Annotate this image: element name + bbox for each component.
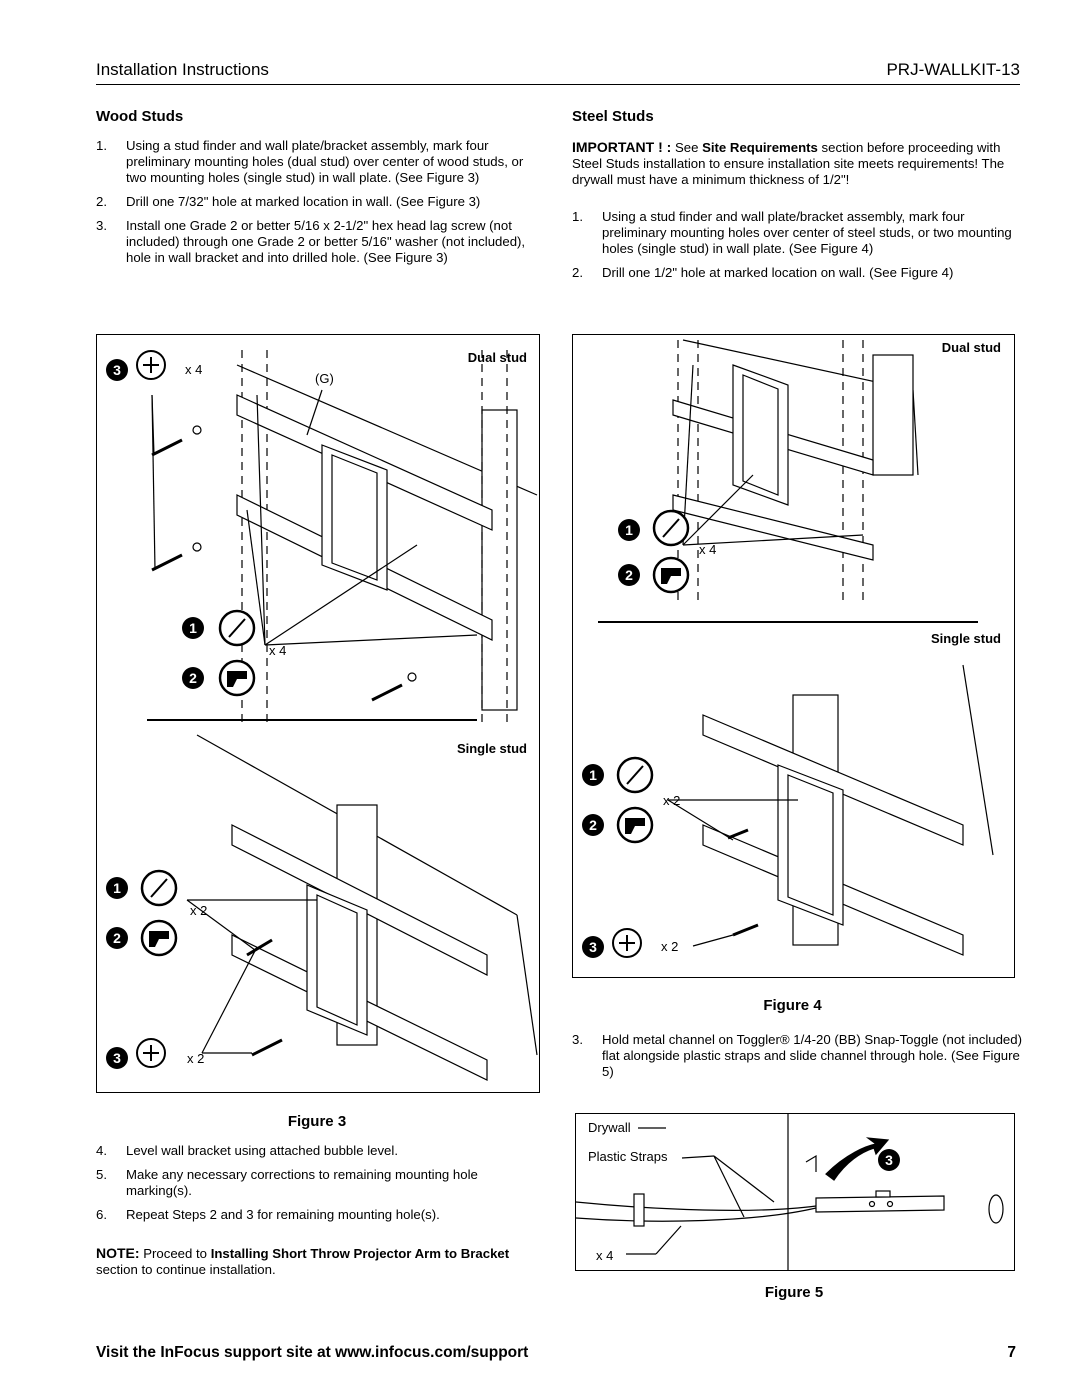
single-stud-label: Single stud — [457, 741, 527, 756]
note-paragraph: NOTE: Proceed to Installing Short Throw … — [96, 1245, 510, 1277]
step-1-pencil-icon-dual: 1 — [618, 509, 690, 547]
steel-steps-list: 1.Using a stud finder and wall plate/bra… — [572, 209, 1024, 289]
svg-text:3: 3 — [113, 362, 121, 378]
svg-text:1: 1 — [189, 620, 197, 636]
qty-x4: x 4 — [699, 542, 716, 557]
step-3-badge-icon: 3 — [878, 1149, 900, 1171]
svg-text:3: 3 — [885, 1152, 893, 1168]
step-2-drill-icon-single: 2 — [106, 919, 178, 957]
wood-studs-heading: Wood Studs — [96, 108, 184, 125]
important-paragraph: IMPORTANT ! : See Site Requirements sect… — [572, 139, 1005, 187]
steel-step-1: 1.Using a stud finder and wall plate/bra… — [572, 209, 1012, 256]
qty-x2-single: x 2 — [190, 903, 207, 918]
step-1-pencil-icon-single: 1 — [582, 756, 654, 794]
step-3-wrench-icon-single: 3 — [582, 928, 642, 958]
page-number: 7 — [1007, 1344, 1016, 1361]
qty-x4: x 4 — [596, 1248, 613, 1263]
steel-step-3: 3.Hold metal channel on Toggler® 1/4-20 … — [572, 1032, 1022, 1079]
wood-step-6: 6.Repeat Steps 2 and 3 for remaining mou… — [96, 1207, 440, 1222]
header-divider — [96, 84, 1020, 85]
svg-text:1: 1 — [589, 767, 597, 783]
note-label: NOTE: — [96, 1245, 140, 1261]
qty-x2-bottom: x 2 — [187, 1051, 204, 1066]
dual-stud-label: Dual stud — [942, 340, 1001, 355]
figure-3-illustration: 3 1 2 1 2 3 — [96, 334, 540, 1093]
wood-step-4: 4.Level wall bracket using attached bubb… — [96, 1143, 398, 1158]
qty-x4-top: x 4 — [185, 362, 202, 377]
step-2-drill-icon-dual: 2 — [182, 659, 256, 697]
drywall-label: Drywall — [588, 1120, 631, 1135]
svg-text:1: 1 — [113, 880, 121, 896]
step-3-wrench-icon-single: 3 — [106, 1038, 166, 1069]
single-stud-label: Single stud — [931, 631, 1001, 646]
dual-stud-label: Dual stud — [468, 350, 527, 365]
figure-3-caption: Figure 3 — [287, 1113, 347, 1130]
wood-step-3: 3.Install one Grade 2 or better 5/16 x 2… — [96, 218, 526, 265]
svg-text:2: 2 — [589, 817, 597, 833]
figure-5-illustration: 3 Drywall Plastic Straps x 4 — [575, 1113, 1015, 1271]
qty-x2-bottom: x 2 — [661, 939, 678, 954]
svg-text:2: 2 — [113, 930, 121, 946]
svg-text:3: 3 — [589, 939, 597, 955]
wood-step-1: 1.Using a stud finder and wall plate/bra… — [96, 138, 524, 185]
wood-steps-list: 1.Using a stud finder and wall plate/bra… — [96, 138, 544, 274]
qty-x4-mid: x 4 — [269, 643, 286, 658]
steel-step-2: 2.Drill one 1/2" hole at marked location… — [572, 265, 954, 280]
header-title: Installation Instructions — [96, 60, 269, 79]
step-1-pencil-icon-single: 1 — [106, 869, 178, 907]
note-section-link-text: Installing Short Throw Projector Arm to … — [210, 1246, 510, 1261]
qty-x2-single: x 2 — [663, 793, 680, 808]
wood-step-5: 5.Make any necessary corrections to rema… — [96, 1167, 478, 1198]
steel-studs-heading: Steel Studs — [572, 108, 654, 125]
step-3-wrench-icon-top: 3 — [106, 350, 166, 381]
steel-step-3-list: 3.Hold metal channel on Toggler® 1/4-20 … — [572, 1032, 1024, 1088]
step-2-drill-icon-single: 2 — [582, 806, 654, 844]
svg-text:3: 3 — [113, 1050, 121, 1066]
svg-text:2: 2 — [189, 670, 197, 686]
model-number: PRJ-WALLKIT-13 — [886, 60, 1020, 79]
step-1-pencil-icon-dual: 1 — [182, 609, 256, 647]
figure-5-caption: Figure 5 — [764, 1284, 824, 1301]
support-site-footer: Visit the InFocus support site at www.in… — [96, 1344, 529, 1361]
figure-4-caption: Figure 4 — [763, 997, 822, 1014]
plastic-straps-label: Plastic Straps — [588, 1149, 668, 1164]
svg-text:2: 2 — [625, 567, 633, 583]
svg-text:1: 1 — [625, 522, 633, 538]
g-label: (G) — [315, 371, 334, 386]
figure-4-illustration: 1 2 1 2 3 Dual stud x 4 — [572, 334, 1015, 978]
wood-steps-after-list: 4.Level wall bracket using attached bubb… — [96, 1143, 544, 1231]
important-label: IMPORTANT ! : — [572, 139, 672, 155]
step-2-drill-icon-dual: 2 — [618, 556, 690, 594]
wood-step-2: 2.Drill one 7/32" hole at marked locatio… — [96, 194, 481, 209]
